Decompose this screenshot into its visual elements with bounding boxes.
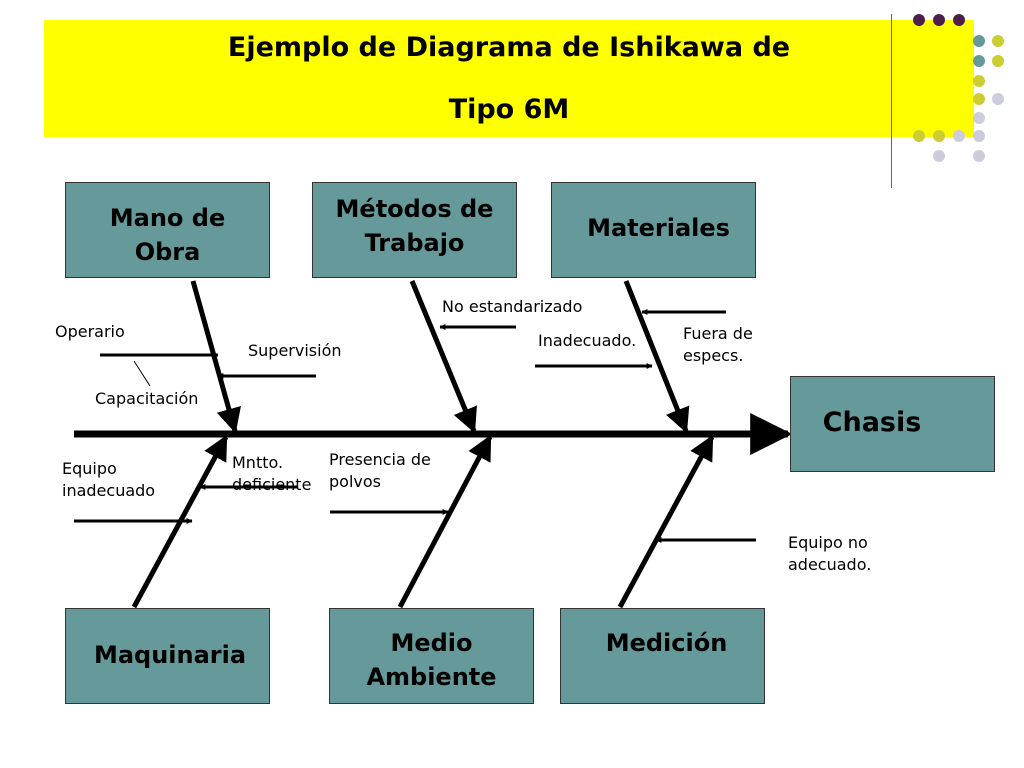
cause-label-line: Fuera de: [683, 324, 753, 343]
decorative-dot: [913, 14, 925, 26]
cause-label-line: polvos: [329, 472, 381, 491]
cause-label-line: Presencia de: [329, 450, 431, 469]
category-box-mano-de-obra: [65, 182, 270, 278]
capacitacion-leader-line: [133, 360, 151, 387]
category-label-line: Trabajo: [364, 229, 465, 257]
cause-label-equipo-inadecuado: Equipo inadecuado: [62, 458, 155, 502]
cause-label-line: Equipo no: [788, 533, 868, 552]
decorative-dot: [973, 112, 985, 124]
cause-label-mntto-deficiente: Mntto. deficiente: [232, 452, 311, 496]
category-label-line: Mano de: [109, 204, 226, 232]
cause-label-presencia-de-polvos: Presencia de polvos: [329, 449, 431, 493]
slide-title-line-1: Ejemplo de Diagrama de Ishikawa de: [227, 32, 791, 63]
decorative-dot: [933, 130, 945, 142]
decorative-dot: [913, 130, 925, 142]
bone-materiales: [623, 280, 690, 434]
cause-label-operario: Operario: [55, 322, 125, 341]
decorative-dot: [992, 35, 1004, 47]
category-label-line: Métodos de: [335, 195, 494, 223]
category-label-line: Ambiente: [366, 663, 497, 691]
cause-label-line: especs.: [683, 346, 744, 365]
decorative-dot: [973, 93, 985, 105]
category-label-line: Medio: [390, 629, 473, 657]
category-box-maquinaria: [65, 608, 270, 704]
category-label-line: Obra: [134, 238, 201, 266]
cause-label-equipo-no-adecuado: Equipo no adecuado.: [788, 532, 871, 576]
slide-title-line-2: Tipo 6M: [448, 94, 570, 125]
category-box-medicion: [560, 608, 765, 704]
cause-label-line: deficiente: [232, 475, 312, 494]
cause-label-line: inadecuado: [62, 481, 156, 500]
decorative-dot: [973, 130, 985, 142]
category-box-medio-ambiente: [329, 608, 534, 704]
category-label-medio-ambiente: Medio Ambiente: [329, 626, 534, 694]
cause-label-line: adecuado.: [788, 555, 872, 574]
cause-label-line: Mntto.: [232, 453, 284, 472]
bone-medicion: [617, 434, 715, 609]
category-box-materiales: [551, 182, 756, 278]
cause-label-fuera-de-especs: Fuera de especs.: [683, 323, 753, 367]
decorative-dot: [933, 14, 945, 26]
decorative-dot: [953, 14, 965, 26]
bone-metodos: [409, 280, 477, 434]
cause-label-capacitacion: Capacitación: [95, 389, 199, 408]
effect-label-chasis: Chasis: [822, 407, 922, 438]
decorative-vertical-line: [891, 14, 892, 188]
category-label-maquinaria: Maquinaria: [93, 641, 247, 669]
category-box-metodos: [312, 182, 517, 278]
category-label-materiales: Materiales: [587, 214, 730, 242]
category-label-medicion: Medición: [605, 629, 728, 657]
decorative-dot: [973, 150, 985, 162]
decorative-dot: [973, 35, 985, 47]
decorative-dot: [973, 75, 985, 87]
slide-title-box: Ejemplo de Diagrama de Ishikawa de Tipo …: [44, 20, 974, 137]
decorative-dot: [992, 55, 1004, 67]
cause-label-supervision: Supervisión: [248, 341, 342, 360]
category-label-metodos: Métodos de Trabajo: [312, 192, 517, 260]
effect-box-chasis: [790, 376, 995, 472]
decorative-dot: [933, 150, 945, 162]
decorative-dot: [953, 130, 965, 142]
cause-label-line: Equipo: [62, 459, 117, 478]
category-label-mano-de-obra: Mano de Obra: [65, 201, 270, 269]
cause-label-inadecuado: Inadecuado.: [538, 331, 637, 350]
cause-label-no-estandarizado: No estandarizado: [442, 297, 583, 316]
bone-medio-ambiente: [397, 434, 493, 609]
decorative-dot: [992, 93, 1004, 105]
decorative-dot: [973, 55, 985, 67]
